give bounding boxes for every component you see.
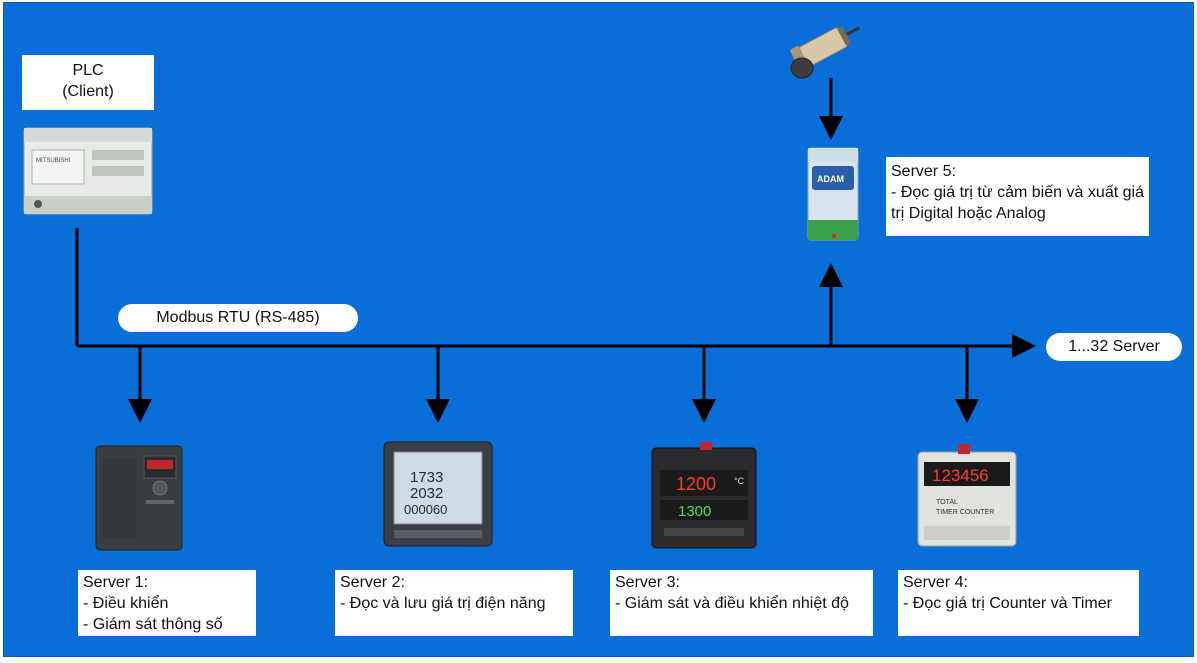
plc-device-image: MITSUBISHI [23, 127, 153, 215]
server-3-title: Server 3: [615, 574, 680, 591]
meter-value-1: 1733 [410, 469, 443, 486]
bus-end-label-text: 1...32 Server [1068, 338, 1160, 355]
bus-end-label: 1...32 Server [1046, 333, 1182, 361]
meter-value-2: 2032 [410, 485, 443, 502]
server-3-description: Server 3: - Giám sát và điều khiển nhiệt… [610, 570, 873, 636]
counter-label-2: TIMER COUNTER [936, 509, 994, 516]
server-4-title: Server 4: [903, 574, 968, 591]
server-1-title: Server 1: [83, 574, 148, 591]
counter-label-1: TOTAL [936, 499, 958, 506]
meter-value-3: 000060 [404, 502, 447, 517]
photoelectric-sensor-image [790, 26, 860, 79]
bus-label: Modbus RTU (RS-485) [118, 304, 358, 332]
plc-title: PLC [72, 62, 104, 79]
server-2-description: Server 2: - Đọc và lưu giá trị điện năng [335, 570, 573, 636]
temperature-controller-image: 1200 °C 1300 [651, 442, 757, 549]
server-5-line-1: - Đọc giá trị từ cảm biến và xuất giá tr… [891, 184, 1144, 222]
adam-logo: ADAM [817, 174, 844, 184]
temp-pv: 1200 [676, 474, 716, 494]
counter-value: 123456 [932, 466, 989, 485]
server-5-title: Server 5: [891, 163, 956, 180]
server-5-description: Server 5: - Đọc giá trị từ cảm biến và x… [886, 157, 1149, 236]
server-2-line-1: - Đọc và lưu giá trị điện năng [340, 595, 546, 612]
plc-logo: MITSUBISHI [36, 158, 71, 164]
counter-timer-image: 123456 TOTAL TIMER COUNTER [917, 444, 1017, 547]
server-1-line-2: - Giám sát thông số [83, 616, 223, 633]
plc-subtitle: (Client) [62, 83, 114, 100]
plc-label-box: PLC (Client) [22, 55, 154, 110]
bus-label-text: Modbus RTU (RS-485) [156, 309, 320, 326]
server-3-line-1: - Giám sát và điều khiển nhiệt độ [615, 595, 849, 612]
server-1-description: Server 1: - Điều khiển - Giám sát thông … [78, 570, 256, 636]
server-2-title: Server 2: [340, 574, 405, 591]
server-1-line-1: - Điều khiển [83, 595, 169, 612]
temp-unit: °C [734, 476, 745, 486]
server-4-description: Server 4: - Đọc giá trị Counter và Timer [898, 570, 1139, 636]
inverter-image [95, 445, 183, 551]
temp-sv: 1300 [678, 503, 711, 520]
adam-module-image: ADAM [807, 147, 859, 241]
power-meter-image: 1733 2032 000060 [383, 441, 493, 547]
server-4-line-1: - Đọc giá trị Counter và Timer [903, 595, 1112, 612]
